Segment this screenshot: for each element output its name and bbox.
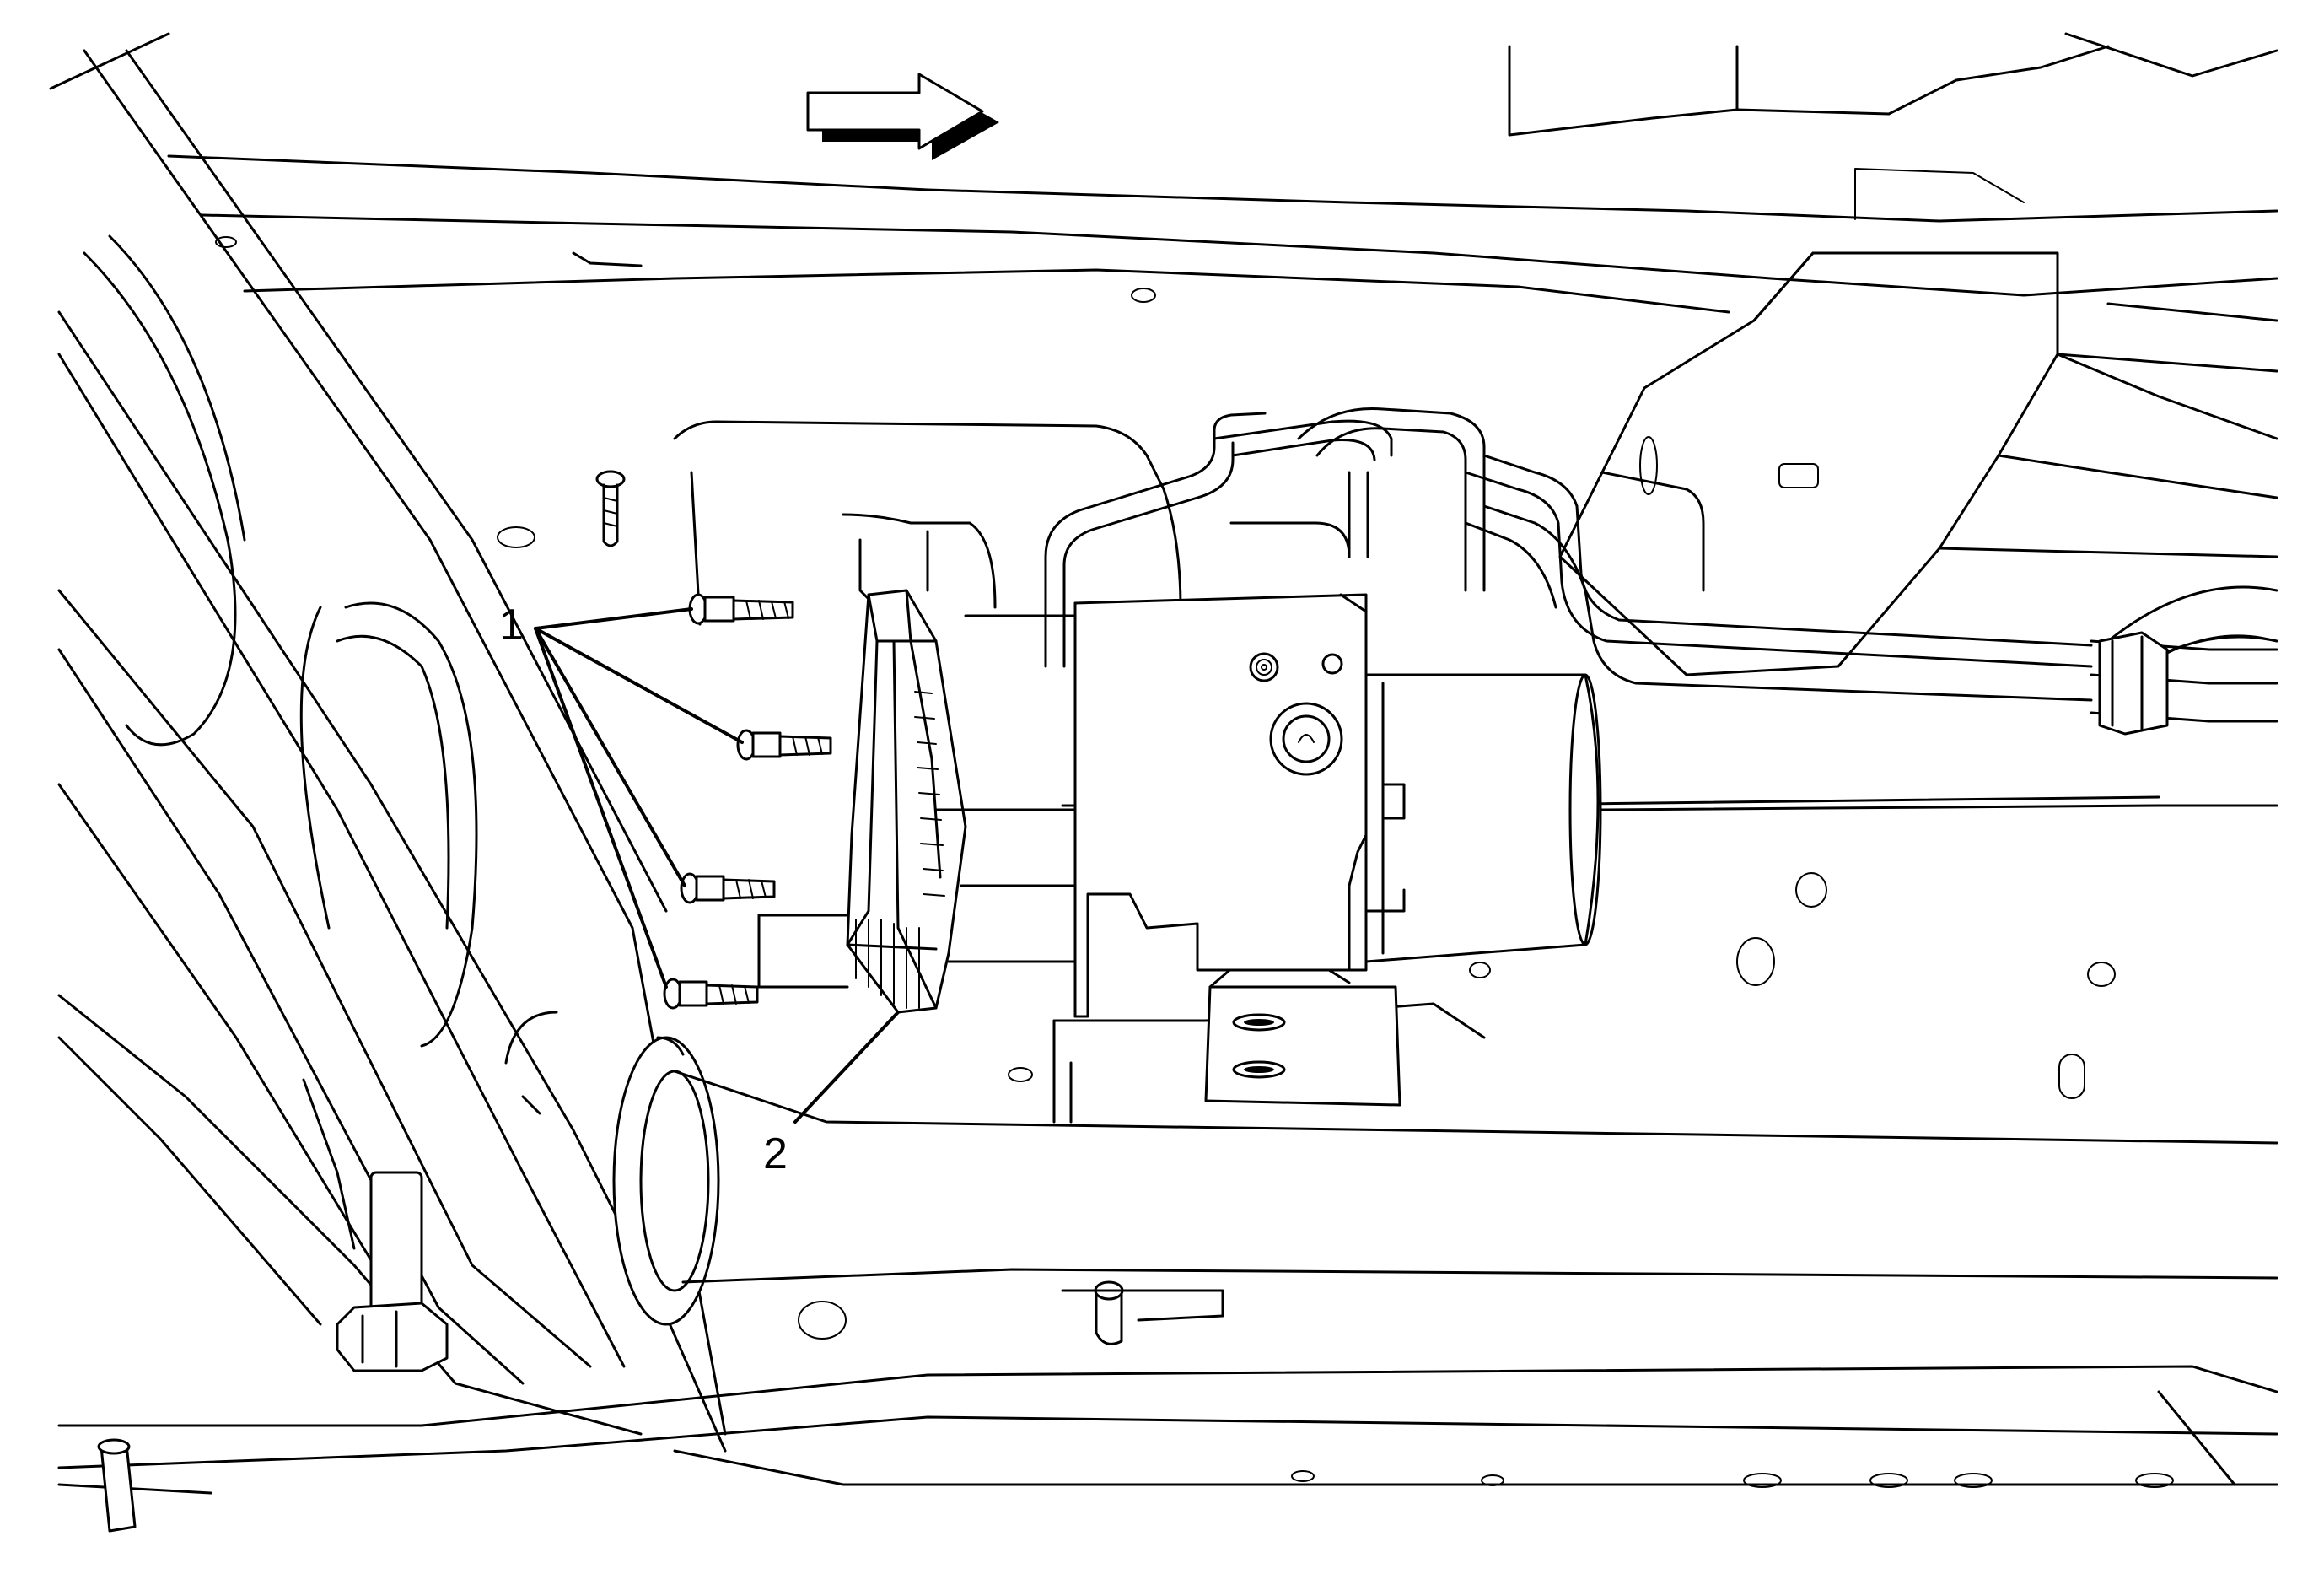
lower-frame-rail bbox=[57, 1365, 2278, 1533]
callout-1-leaders bbox=[534, 607, 744, 989]
ebcm-bolt-4 bbox=[663, 978, 759, 1010]
left-shock-mount bbox=[302, 1011, 558, 1372]
bottom-stud bbox=[97, 1438, 137, 1533]
right-upper-bracket bbox=[1558, 251, 2278, 676]
axle-tube bbox=[612, 1036, 2278, 1345]
right-arrow-icon bbox=[806, 73, 999, 160]
callout-label-2: 2 bbox=[763, 1129, 788, 1178]
modulator-mount-bracket bbox=[1052, 960, 1486, 1124]
ebcm-bolt-1 bbox=[688, 593, 794, 625]
brake-pressure-modulator-valve bbox=[1073, 593, 1602, 1018]
left-frame-rails bbox=[49, 32, 727, 1453]
ebcm-bolt-2 bbox=[736, 729, 832, 761]
brake-lines bbox=[1044, 407, 2278, 736]
left-coil-ring bbox=[83, 234, 478, 1048]
upper-crossmember bbox=[167, 32, 2278, 314]
electronic-brake-control-module bbox=[757, 589, 1077, 1014]
loose-bolt bbox=[595, 470, 626, 547]
ebcm-bolt-3 bbox=[680, 872, 776, 904]
callout-label-1: 1 bbox=[499, 601, 524, 650]
callout-2-leader bbox=[793, 1011, 900, 1124]
